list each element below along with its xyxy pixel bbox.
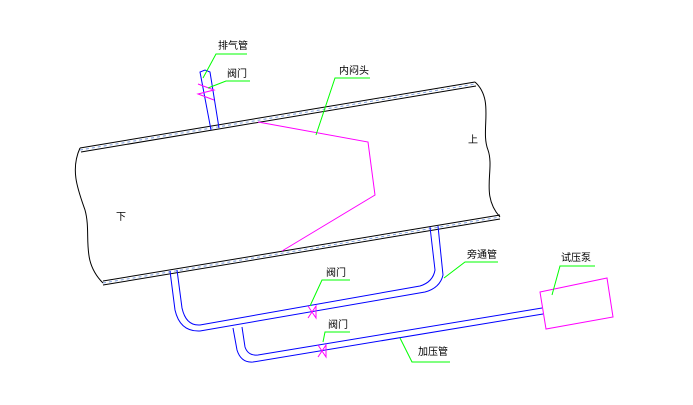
- pressure-valve-label: 阀门: [328, 318, 348, 331]
- pressure-pipe: [232, 307, 544, 363]
- test-pump: [539, 277, 614, 330]
- vent-valve-icon: [196, 83, 216, 101]
- leader-lines: [202, 53, 595, 363]
- bypass-valve-icon: [307, 304, 317, 320]
- vent-pipe-label: 排气管: [218, 39, 248, 52]
- bypass-pipe-label: 旁通管: [467, 248, 497, 261]
- lower-label: 下: [116, 212, 126, 223]
- main-pipe: [74, 81, 501, 286]
- pressure-pipe-label: 加压管: [418, 345, 448, 358]
- pressure-valve-icon: [317, 343, 327, 359]
- bypass-valve-label: 阀门: [326, 266, 346, 279]
- upper-label: 上: [468, 134, 478, 146]
- inner-head: [257, 121, 376, 252]
- inner-head-label: 内闷头: [339, 64, 369, 77]
- vent-pipe: [199, 69, 220, 131]
- pump-label: 试压泵: [561, 251, 591, 264]
- bypass-pipe: [169, 225, 444, 332]
- vent-valve-label: 阀门: [227, 67, 247, 80]
